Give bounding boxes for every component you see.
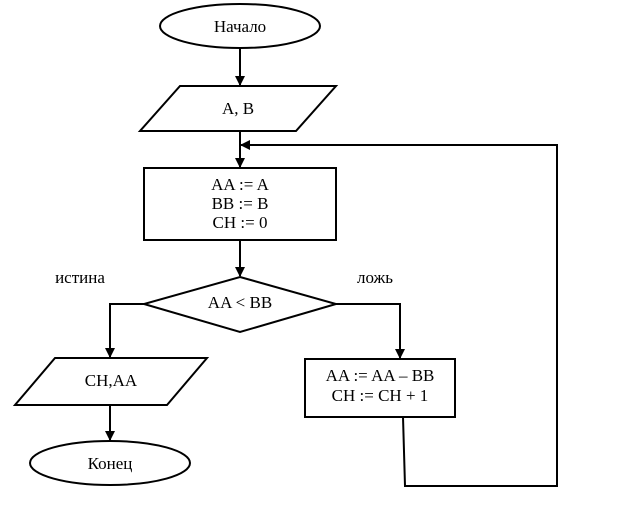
init-line-3: CH := 0 [213,213,268,232]
input-parallelogram [137,85,339,132]
false-branch-label: ложь [357,268,393,287]
loop-body-process-box [304,358,456,418]
loop-body-line-2: CH := CH + 1 [332,386,429,405]
decision-diamond [140,275,340,334]
init-line-2: BB := B [212,194,269,213]
arrow-true-to-output [105,303,144,358]
init-line-1: AA := A [211,175,269,194]
start-label: Начало [214,17,266,36]
true-branch-label: истина [55,268,105,287]
loop-body-line-1: AA := AA – BB [326,366,435,385]
arrow-false-to-loop-body [336,303,405,359]
init-process-box [143,167,337,241]
decision-label: AA < BB [208,293,272,312]
output-label: CH,AA [85,371,138,390]
arrow-loop-back [240,140,558,487]
end-terminator [29,440,191,486]
end-label: Конец [88,454,133,473]
output-parallelogram [12,357,210,406]
input-label: A, B [222,99,254,118]
